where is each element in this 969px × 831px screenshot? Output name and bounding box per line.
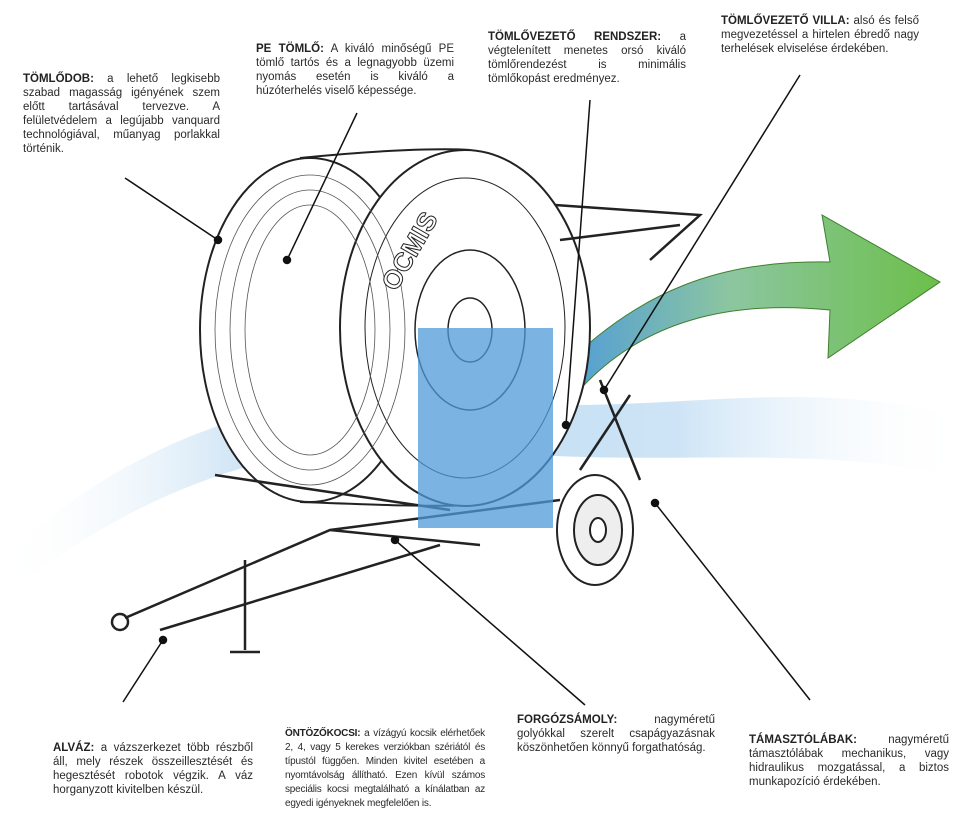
callout-title: TÁMASZTÓLÁBAK: — [749, 734, 857, 746]
callout-title: ÖNTÖZŐKOCSI: — [285, 728, 361, 739]
wheel — [556, 474, 634, 586]
callout-text: A kiváló minőségű PE tömlő tartós és a l… — [256, 43, 454, 97]
callout-tomlovezeto-rendszer: TÖMLŐVEZETŐ RENDSZER: a végtelenített me… — [488, 30, 686, 86]
callout-title: ALVÁZ: — [53, 742, 95, 754]
callout-alvaz: ALVÁZ: a vázszerkezet több részből áll, … — [53, 741, 253, 797]
callout-forgozsamoly: FORGÓZSÁMOLY: nagyméretű golyókkal szere… — [517, 713, 715, 755]
callout-title: TÖMLŐVEZETŐ VILLA: — [721, 15, 850, 27]
chassis-frame — [110, 203, 704, 654]
callout-text: a lehető legkisebb szabad magasság igény… — [23, 73, 220, 155]
callout-pe-tomlo: PE TÖMLŐ: A kiváló minőségű PE tömlő tar… — [256, 42, 454, 98]
callout-tamasztolabak: TÁMASZTÓLÁBAK: nagyméretű támasztólábak … — [749, 733, 949, 789]
leader-lines — [122, 74, 811, 706]
callout-text: a végtelenített menetes orsó kiváló töml… — [488, 31, 686, 85]
callout-ontozokocsi: ÖNTÖZŐKOCSI: a vízágyú kocsik elérhetőek… — [285, 727, 485, 811]
callout-title: TÖMLŐDOB: — [23, 73, 94, 85]
callout-tomlodob: TÖMLŐDOB: a lehető legkisebb szabad maga… — [23, 72, 220, 156]
flow-arrow — [559, 214, 941, 396]
callout-text: a vízágyú kocsik elérhetőek 2, 4, vagy 5… — [285, 728, 485, 809]
callout-title: TÖMLŐVEZETŐ RENDSZER: — [488, 31, 662, 43]
gearbox-highlight — [418, 328, 553, 528]
callout-text: nagyméretű golyókkal szerelt csapágyazás… — [517, 714, 715, 754]
callout-text: alsó és felső megvezetéssel a hirtelen é… — [721, 15, 919, 55]
callout-title: PE TÖMLŐ: — [256, 43, 324, 55]
callout-title: FORGÓZSÁMOLY: — [517, 714, 618, 726]
callout-tomlovezeto-villa: TÖMLŐVEZETŐ VILLA: alsó és felső megveze… — [721, 14, 919, 56]
callout-text: a vázszerkezet több részből áll, mely ré… — [53, 742, 253, 796]
callout-text: nagyméretű támasztólábak mechanikus, vag… — [749, 734, 949, 788]
